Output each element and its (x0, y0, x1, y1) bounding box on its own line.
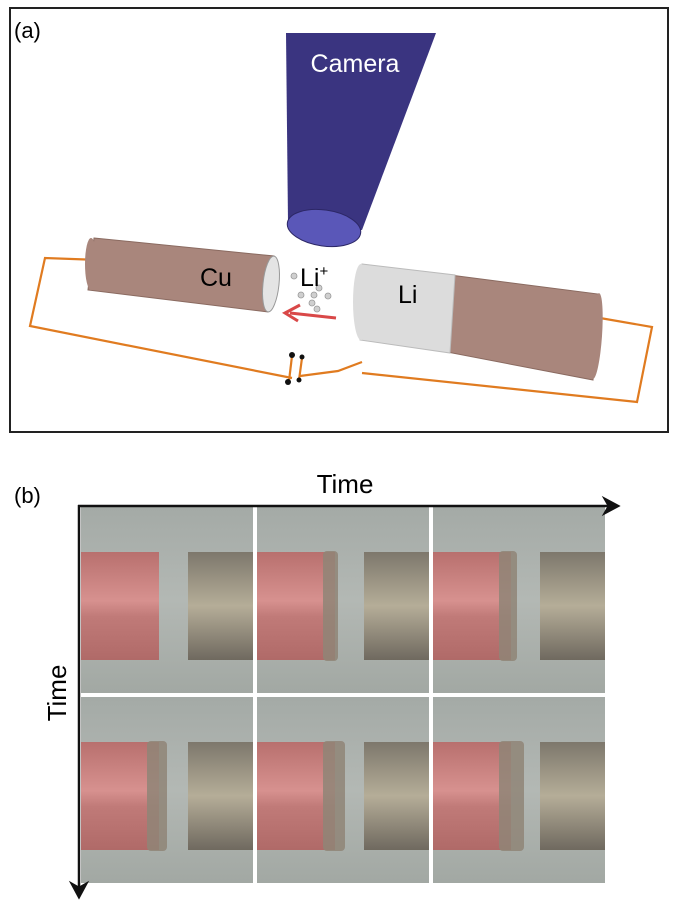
lithium-deposit (499, 551, 517, 661)
time-axes (68, 495, 621, 900)
li-wire (364, 552, 429, 660)
capacitor-terminals (285, 352, 305, 385)
li-electrode: Li (353, 263, 603, 381)
lithium-deposit (323, 551, 338, 661)
micrograph-frame (433, 507, 605, 693)
camera-label: Camera (311, 50, 400, 78)
lithium-deposit (499, 741, 524, 851)
cu-wire (433, 742, 511, 850)
panel-b-label: (b) (14, 483, 41, 508)
lithium-deposit (323, 741, 345, 851)
circuit-wire (28, 256, 654, 404)
micrograph-frame (257, 697, 429, 883)
x-axis-label: Time (317, 469, 374, 499)
ion-flow-arrow (281, 303, 337, 323)
li-wire (188, 552, 253, 660)
y-axis-label: Time (42, 665, 72, 722)
micrograph-frame (81, 507, 253, 693)
camera: Camera (286, 33, 436, 248)
frame-grid (81, 507, 605, 883)
li-wire (364, 742, 429, 850)
li-wire (188, 742, 253, 850)
li-ions: Li+ (290, 263, 332, 313)
cu-electrode: Cu (85, 237, 280, 313)
micrograph-frame (81, 697, 253, 883)
lithium-deposit (147, 741, 167, 851)
li-wire (540, 552, 605, 660)
cu-wire (433, 552, 511, 660)
cu-wire (257, 552, 335, 660)
cu-label: Cu (200, 264, 232, 292)
panel-a: (a) Camera Cu (9, 7, 669, 433)
panel-b: (b) Time Time (14, 469, 621, 900)
cu-wire (81, 742, 159, 850)
x-arrowhead-icon (601, 495, 621, 517)
y-arrowhead-icon (68, 880, 90, 900)
micrograph-frame (433, 697, 605, 883)
li-wire (540, 742, 605, 850)
li-label: Li (398, 281, 417, 309)
cu-wire (81, 552, 159, 660)
micrograph-frame (257, 507, 429, 693)
li-ion-label: Li+ (300, 263, 328, 292)
panel-a-label: (a) (14, 18, 41, 43)
cu-wire (257, 742, 335, 850)
